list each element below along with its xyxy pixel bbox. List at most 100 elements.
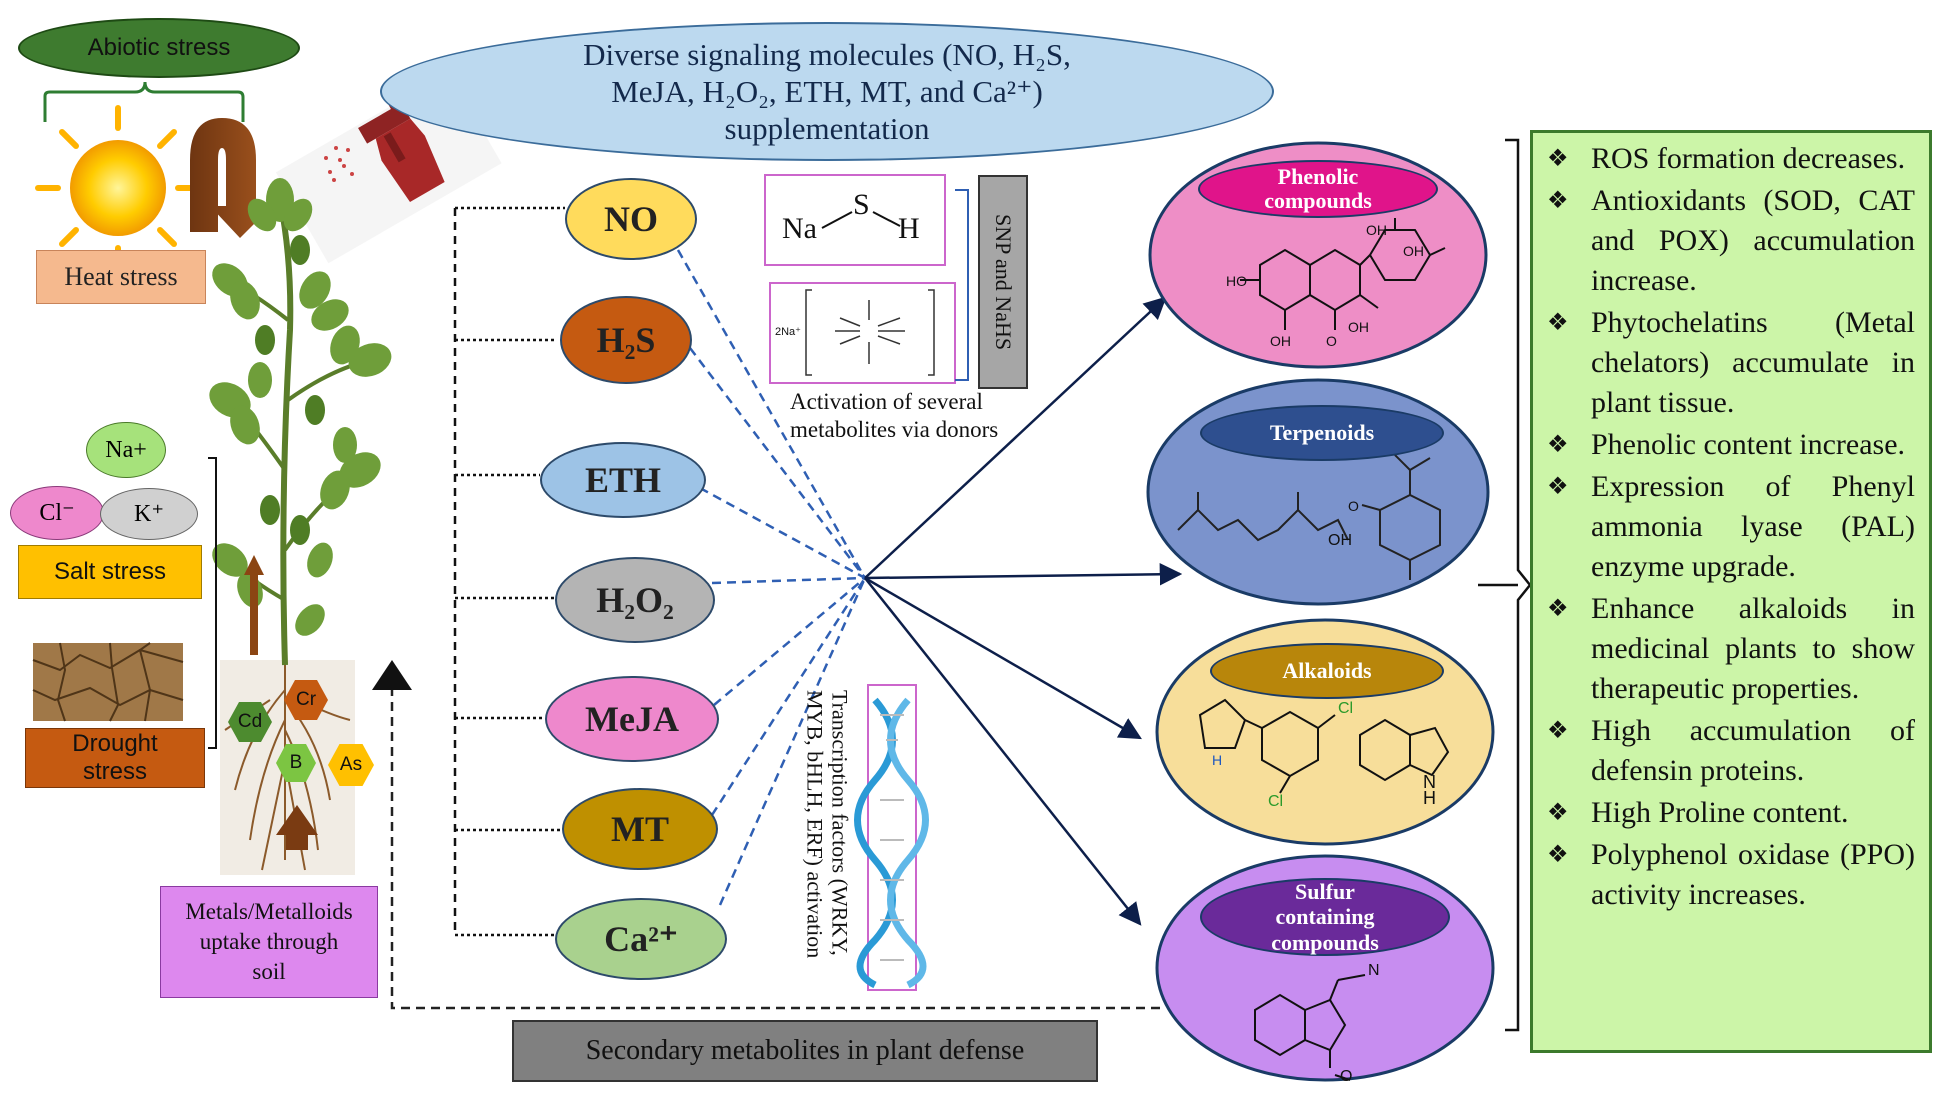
heat-stress-label: Heat stress xyxy=(36,250,206,304)
outcome-item: ❖ Antioxidants (SOD, CAT and POX) accumul… xyxy=(1547,181,1915,301)
molecule-eth: ETH xyxy=(540,442,706,518)
nahs-h: H xyxy=(898,212,920,245)
transcription-line-1: Transcription factors (WRKY, xyxy=(827,690,853,956)
outcome-item: ❖ Polyphenol oxidase (PPO) activity incre… xyxy=(1547,835,1915,915)
donor-caption-line-2: metabolites via donors xyxy=(790,416,999,442)
metals-box-line-3: soil xyxy=(252,958,286,984)
header-line-2: MeJA, H₂O₂, ETH, MT, and Ca²⁺) xyxy=(611,73,1043,109)
outcome-text: Expression of Phenyl ammonia lyase (PAL)… xyxy=(1591,470,1915,583)
terpenoids-label: Terpenoids xyxy=(1200,405,1444,461)
molecule-h2s: H₂S xyxy=(560,296,692,384)
molecule-ca: Ca²⁺ xyxy=(555,898,727,980)
dna-helix-icon xyxy=(854,684,929,991)
outcome-text: ROS formation decreases. xyxy=(1591,142,1906,175)
outcomes-list: ❖ ROS formation decreases. ❖ Antioxidants (… xyxy=(1547,139,1915,915)
footer-text: Secondary metabolites in plant defense xyxy=(585,1035,1025,1066)
metal-cd: Cd xyxy=(228,702,272,742)
molecule-h2s-text: H₂S xyxy=(596,320,656,360)
molecule-meja: MeJA xyxy=(545,676,719,762)
metal-b-text: B xyxy=(289,752,303,773)
metal-cr-text: Cr xyxy=(295,689,317,710)
outcome-text: Antioxidants (SOD, CAT and POX) accumula… xyxy=(1591,184,1915,297)
abiotic-stress-text: Abiotic stress xyxy=(87,34,231,61)
ion-na-text: Na+ xyxy=(105,436,147,463)
feedback-line xyxy=(372,660,1160,1010)
terpenoids-label-text: Terpenoids xyxy=(1269,420,1375,445)
uptake-arrows xyxy=(244,555,318,850)
nahs-s: S xyxy=(853,188,870,221)
outcome-text: Polyphenol oxidase (PPO) activity increa… xyxy=(1591,838,1915,911)
terpenoid-structures xyxy=(1177,454,1441,580)
sun-icon xyxy=(35,105,201,271)
chem-oh-5: OH xyxy=(1328,532,1352,549)
outcome-item: ❖High Proline content. xyxy=(1547,793,1915,833)
outcome-item: ❖ Phytochelatins (Metal chelators) accumu… xyxy=(1547,303,1915,423)
molecule-meja-text: MeJA xyxy=(585,699,679,739)
transcription-factors-label: Transcription factors (WRKY, MYB, bHLH, … xyxy=(802,690,853,1000)
nahs-bonds xyxy=(821,211,901,229)
diamond-bullet-icon: ❖ xyxy=(1547,188,1569,214)
diamond-bullet-icon: ❖ xyxy=(1547,310,1569,336)
phenolic-label: Phenolic compounds xyxy=(1198,160,1438,218)
chem-ho: HO xyxy=(1226,273,1247,289)
chem-nh-alk: H xyxy=(1212,752,1223,768)
diamond-bullet-icon: ❖ xyxy=(1547,718,1569,744)
molecule-mt-text: MT xyxy=(611,809,669,849)
outcome-text: High Proline content. xyxy=(1591,796,1849,829)
metal-as-text: As xyxy=(339,754,363,775)
quercetin-structure xyxy=(1240,218,1446,330)
header-line-1: Diverse signaling molecules (NO, H₂S, xyxy=(583,36,1071,72)
ion-k-text: K⁺ xyxy=(134,500,164,527)
header-ellipse: Diverse signaling molecules (NO, H₂S, Me… xyxy=(380,22,1274,161)
molecule-mt: MT xyxy=(562,788,718,870)
alkaloids-label-text: Alkaloids xyxy=(1282,658,1372,683)
snp-prefix: 2Na⁺ xyxy=(775,326,801,338)
chem-cn: N xyxy=(1368,962,1380,979)
diamond-bullet-icon: ❖ xyxy=(1547,146,1569,172)
abiotic-brace xyxy=(43,81,245,122)
chem-cl-1: Cl xyxy=(1338,700,1354,717)
ion-k: K⁺ xyxy=(100,488,198,540)
diamond-bullet-icon: ❖ xyxy=(1547,596,1569,622)
metals-uptake-box: Metals/Metalloids uptake through soil xyxy=(160,886,378,998)
donor-caption-line-1: Activation of several xyxy=(790,389,983,414)
outcome-text: High accumulation of defensin proteins. xyxy=(1591,714,1915,787)
molecule-h2o2: H₂O₂ xyxy=(555,557,715,643)
outcome-item: ❖Phenolic content increase. xyxy=(1547,425,1915,465)
donor-caption: Activation of several metabolites via do… xyxy=(790,388,998,443)
heat-stress-text: Heat stress xyxy=(64,262,178,291)
drought-stress-line-2: stress xyxy=(82,758,147,785)
outcome-item: ❖ Enhance alkaloids in medicinal plants t… xyxy=(1547,589,1915,709)
metabolite-arrows xyxy=(864,296,1183,926)
outcome-item: ❖ High accumulation of defensin proteins. xyxy=(1547,711,1915,791)
ion-cl: Cl⁻ xyxy=(10,486,104,540)
metals-box-line-1: Metals/Metalloids xyxy=(185,899,353,925)
indole-structure xyxy=(1254,974,1366,1081)
outcome-item: ❖ ROS formation decreases. xyxy=(1547,139,1915,179)
chem-o-sulfur: O xyxy=(1340,1068,1353,1085)
molecule-no: NO xyxy=(565,178,697,260)
alkaloids-label: Alkaloids xyxy=(1210,643,1444,699)
chem-cl-2: Cl xyxy=(1268,793,1284,810)
chem-n-indole: N xyxy=(1423,772,1436,792)
nahs-na: Na xyxy=(782,212,817,245)
donor-side-label: SNP and NaHS xyxy=(978,175,1028,389)
molecule-ca-text: Ca²⁺ xyxy=(604,919,678,959)
salt-drought-bracket xyxy=(208,457,217,749)
outcome-text: Phytochelatins (Metal chelators) accumul… xyxy=(1591,306,1915,419)
diamond-bullet-icon: ❖ xyxy=(1547,474,1569,500)
ion-na: Na+ xyxy=(86,422,166,478)
donor-bracket xyxy=(955,189,969,381)
phenolic-label-text: Phenolic compounds xyxy=(1264,163,1372,213)
alkaloid-structures xyxy=(1198,698,1450,794)
sulfur-label: Sulfur containing compounds xyxy=(1200,878,1450,956)
diamond-bullet-icon: ❖ xyxy=(1547,842,1569,868)
outcome-text: Enhance alkaloids in medicinal plants to… xyxy=(1591,592,1915,705)
molecule-h2o2-text: H₂O₂ xyxy=(596,580,674,620)
metal-cd-text: Cd xyxy=(237,711,263,732)
chem-o: O xyxy=(1326,333,1337,349)
molecule-eth-text: ETH xyxy=(584,460,662,500)
diamond-bullet-icon: ❖ xyxy=(1547,432,1569,458)
outcomes-panel: ❖ ROS formation decreases. ❖ Antioxidants (… xyxy=(1530,130,1932,1053)
signal-lines xyxy=(676,249,867,906)
